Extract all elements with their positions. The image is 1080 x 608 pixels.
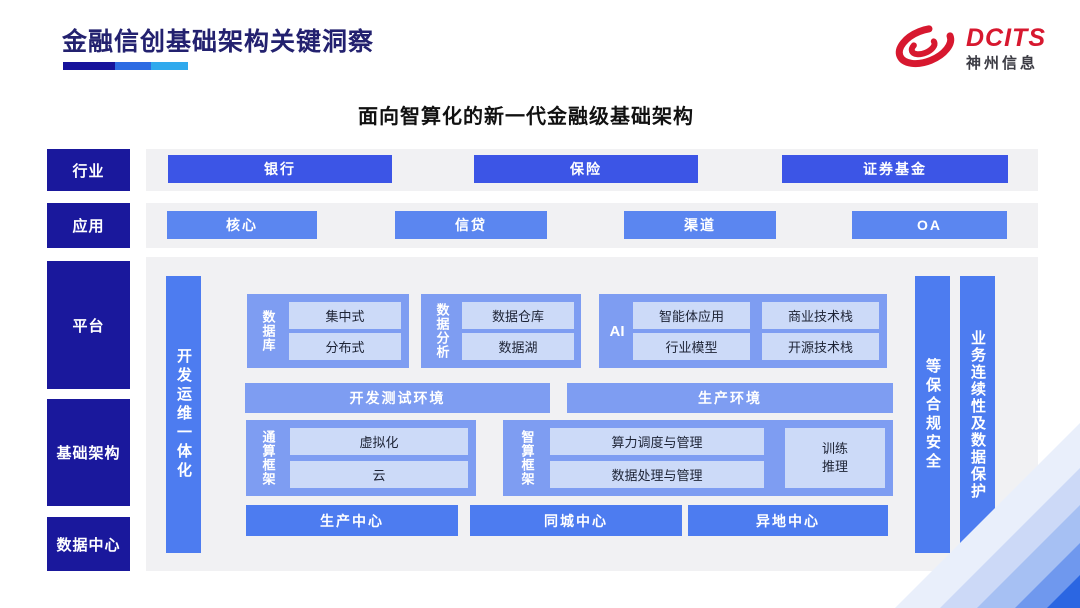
sidebar-label-infrastructure: 基础架构: [47, 399, 130, 506]
intelligent-framework-label: 智算框架: [519, 430, 535, 486]
datacenter-block-production: 生产中心: [246, 505, 458, 536]
datacenter-block-remote: 异地中心: [688, 505, 888, 536]
framework-item-virtualization: 虚拟化: [290, 428, 468, 455]
ai-item-agent-app: 智能体应用: [633, 302, 750, 329]
database-item-centralized: 集中式: [289, 302, 401, 329]
datacenter-block-same-city: 同城中心: [470, 505, 682, 536]
general-framework-group: 通算框架 虚拟化 云: [246, 420, 476, 496]
general-framework-label: 通算框架: [260, 430, 276, 486]
continuity-vertical-bar: 业务连续性及数据保护: [960, 276, 995, 553]
ai-group: AI 智能体应用 商业技术栈 行业模型 开源技术栈: [599, 294, 887, 368]
intelligent-framework-group: 智算框架 算力调度与管理 数据处理与管理 训练 推理: [503, 420, 893, 496]
page-title: 金融信创基础架构关键洞察: [62, 28, 375, 56]
sidebar-label-datacenter: 数据中心: [47, 517, 130, 571]
analytics-group: 数据分析 数据仓库 数据湖: [421, 294, 581, 368]
application-block-core: 核心: [167, 211, 317, 239]
application-block-channel: 渠道: [624, 211, 776, 239]
industry-block-securities: 证券基金: [782, 155, 1008, 183]
analytics-item-warehouse: 数据仓库: [462, 302, 574, 329]
logo-brand-text: DCITS: [966, 24, 1046, 52]
ai-item-industry-model: 行业模型: [633, 333, 750, 360]
industry-block-bank: 银行: [168, 155, 392, 183]
company-logo: DCITS 神州信息: [892, 18, 1046, 79]
framework-item-cloud: 云: [290, 461, 468, 488]
database-group-label: 数据库: [260, 310, 276, 352]
devops-vertical-bar-label: 开发运维一体化: [175, 348, 192, 481]
framework-item-compute-scheduling: 算力调度与管理: [550, 428, 764, 455]
production-environment-bar: 生产环境: [567, 383, 893, 413]
title-underline: [63, 62, 188, 70]
framework-item-data-management: 数据处理与管理: [550, 461, 764, 488]
sidebar-label-platform: 平台: [47, 261, 130, 389]
ai-group-label: AI: [609, 322, 625, 340]
continuity-vertical-bar-label: 业务连续性及数据保护: [969, 329, 986, 500]
diagram-title: 面向智算化的新一代金融级基础架构: [358, 106, 694, 128]
ai-item-opensource-stack: 开源技术栈: [762, 333, 879, 360]
framework-item-training-inference: 训练 推理: [785, 428, 885, 488]
security-vertical-bar-label: 等保合规安全: [924, 357, 941, 472]
logo-company-text: 神州信息: [966, 55, 1039, 72]
dcits-swirl-icon: [892, 18, 958, 79]
application-block-oa: OA: [852, 211, 1007, 239]
application-block-credit: 信贷: [395, 211, 547, 239]
security-vertical-bar: 等保合规安全: [915, 276, 950, 553]
dev-test-environment-bar: 开发测试环境: [245, 383, 550, 413]
analytics-group-label: 数据分析: [434, 303, 450, 359]
ai-item-commercial-stack: 商业技术栈: [762, 302, 879, 329]
analytics-item-lake: 数据湖: [462, 333, 574, 360]
database-group: 数据库 集中式 分布式: [247, 294, 409, 368]
devops-vertical-bar: 开发运维一体化: [166, 276, 201, 553]
sidebar-label-industry: 行业: [47, 149, 130, 191]
industry-block-insurance: 保险: [474, 155, 698, 183]
database-item-distributed: 分布式: [289, 333, 401, 360]
sidebar-label-application: 应用: [47, 203, 130, 248]
